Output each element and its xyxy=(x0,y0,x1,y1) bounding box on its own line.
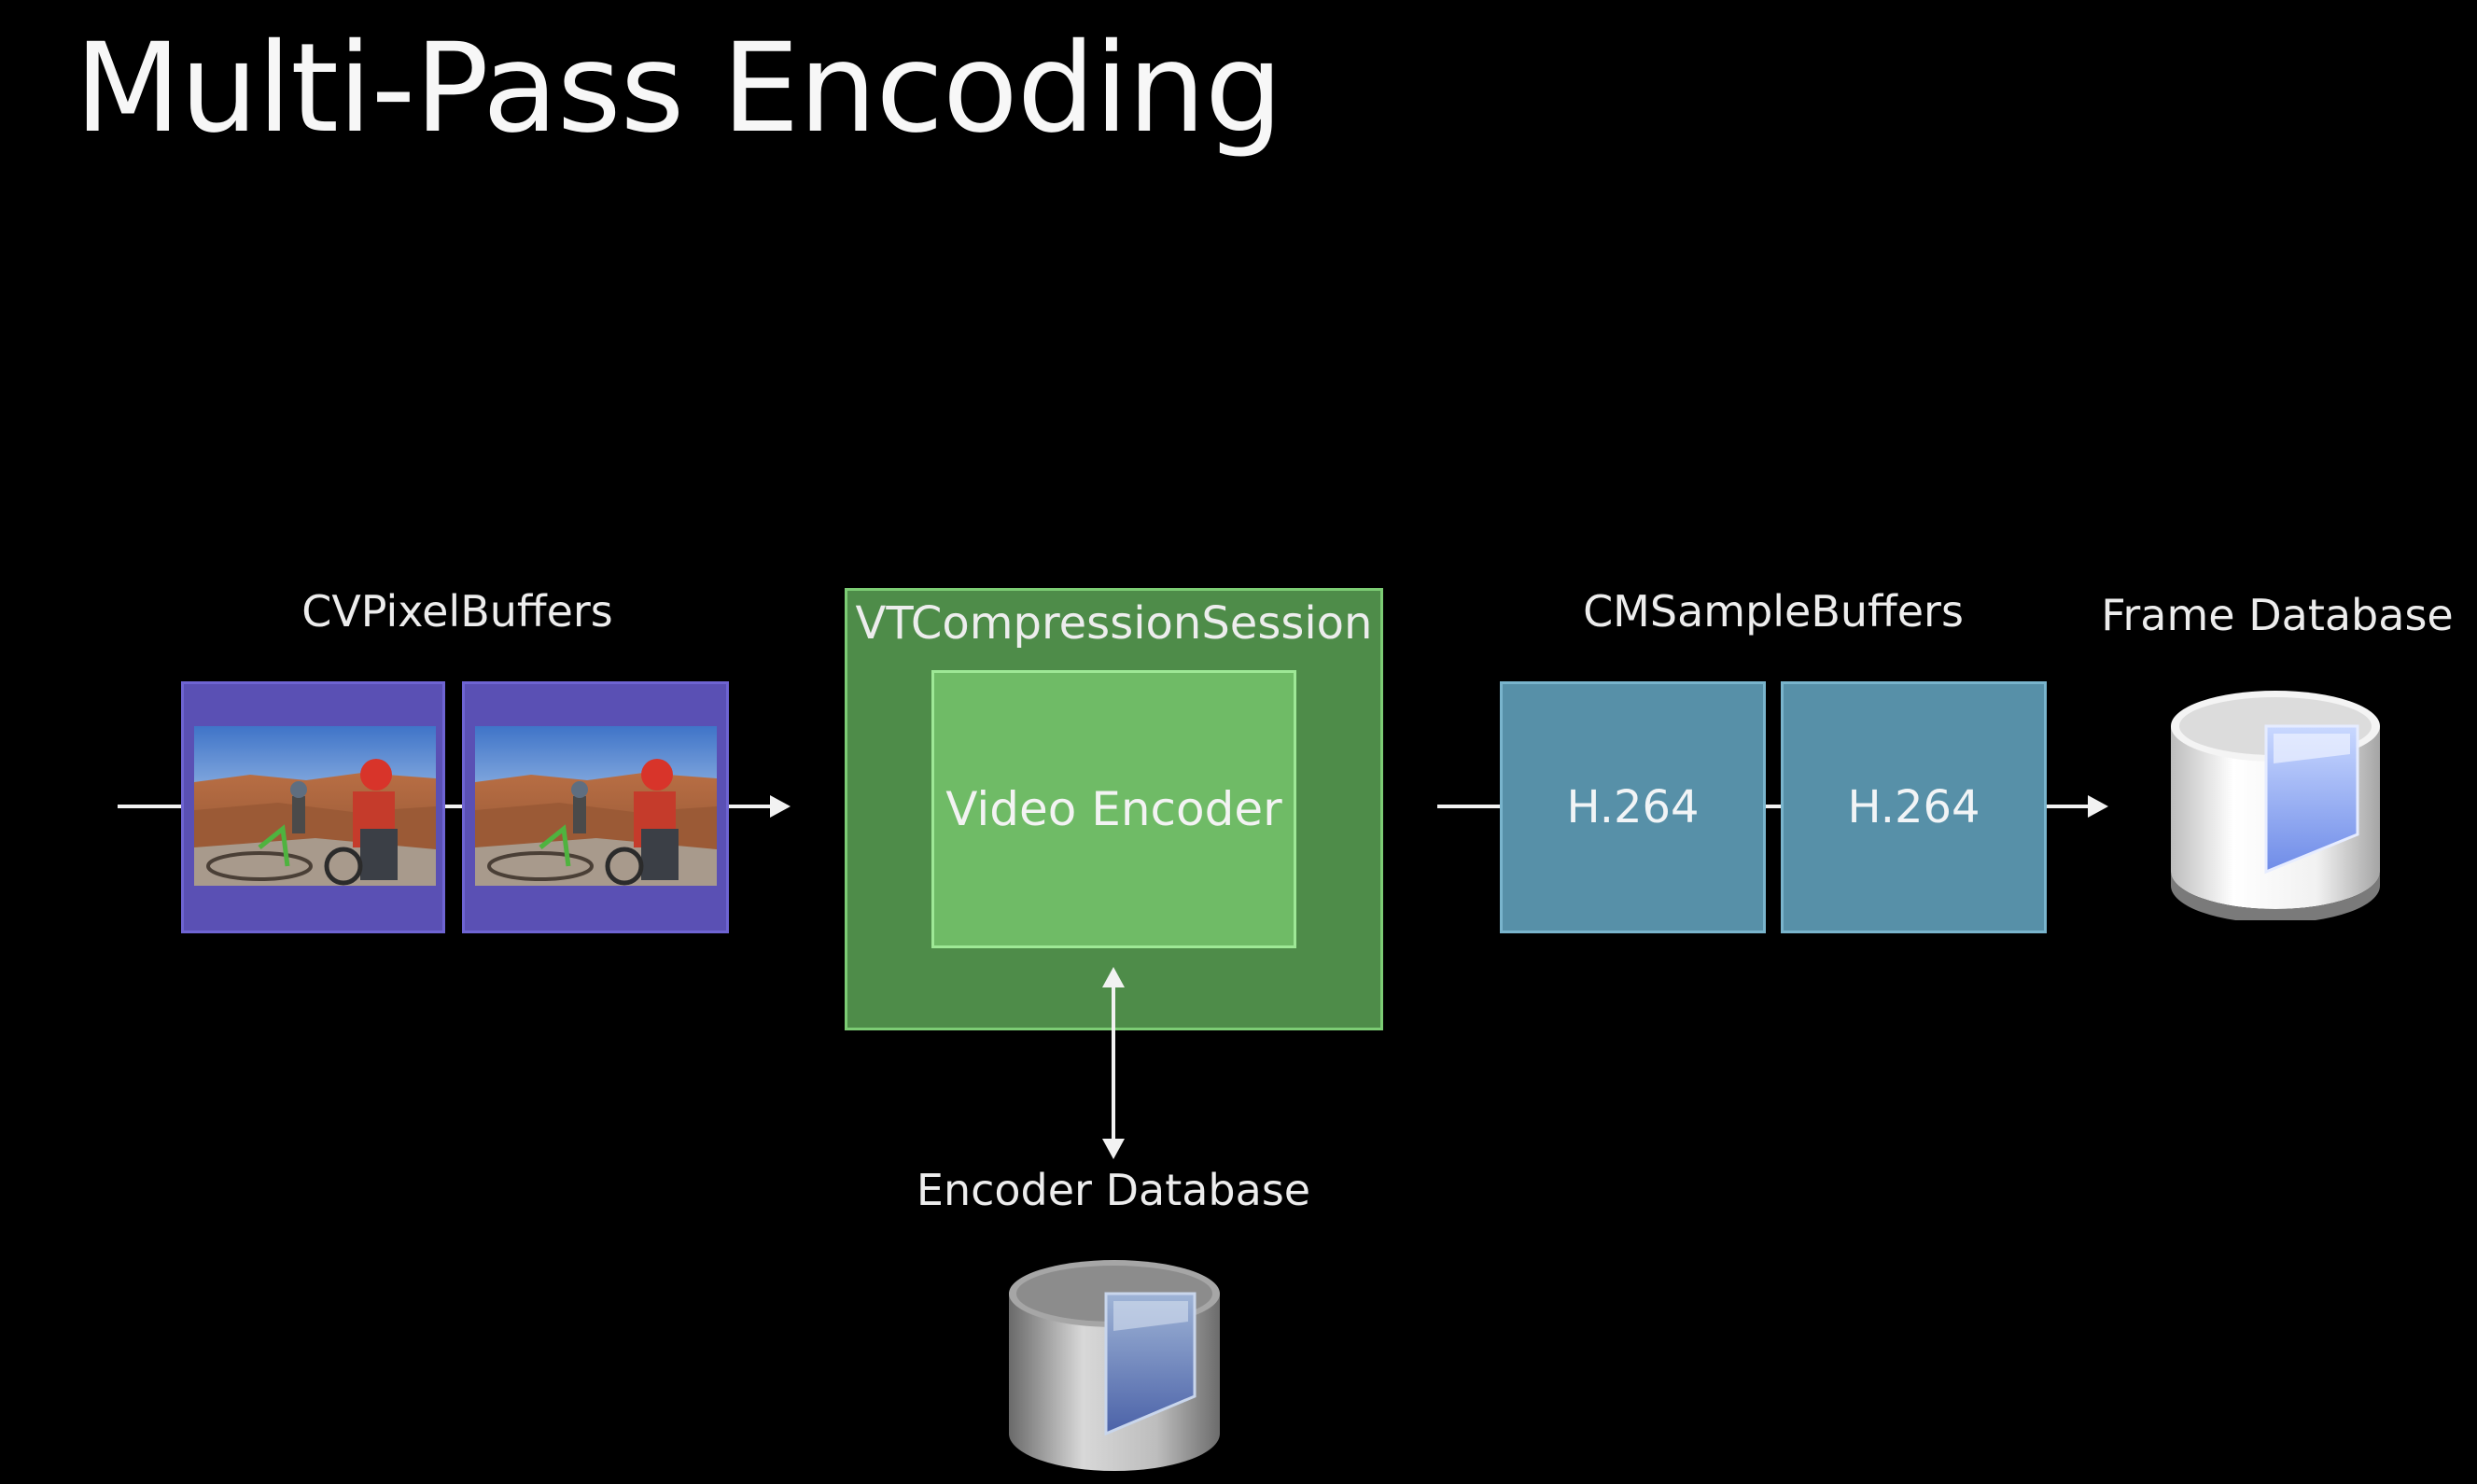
output-arrow xyxy=(2047,795,2108,818)
h264-frame-2: H.264 xyxy=(1781,681,2047,933)
output-line-left xyxy=(1437,805,1503,808)
cmsamplebuffers-label: CMSampleBuffers xyxy=(1583,586,1964,637)
pixel-buffer-frame-2 xyxy=(462,681,729,933)
frame-database-icon xyxy=(2171,691,2380,920)
encoder-database-icon xyxy=(1009,1260,1220,1471)
encoder-database-label: Encoder Database xyxy=(916,1165,1311,1215)
cvpixelbuffers-label: CVPixelBuffers xyxy=(301,586,613,637)
frame-database-label: Frame Database xyxy=(2101,590,2454,640)
h264-label: H.264 xyxy=(1566,781,1700,833)
output-line-middle xyxy=(1766,805,1783,808)
pixel-buffer-frame-1 xyxy=(181,681,445,933)
h264-frame-1: H.264 xyxy=(1500,681,1766,933)
encoder-database-arrow xyxy=(1102,967,1125,1159)
video-frame-thumbnail-icon xyxy=(475,726,717,886)
h264-label: H.264 xyxy=(1847,781,1980,833)
video-encoder-label: Video Encoder xyxy=(945,782,1282,836)
input-arrow xyxy=(729,795,791,818)
video-frame-thumbnail-icon xyxy=(194,726,436,886)
video-encoder-box: Video Encoder xyxy=(931,670,1296,948)
vtcompressionsession-label: VTCompressionSession xyxy=(855,597,1373,650)
input-line-middle xyxy=(445,805,464,808)
slide-title: Multi-Pass Encoding xyxy=(75,17,1283,161)
input-line-left xyxy=(118,805,185,808)
